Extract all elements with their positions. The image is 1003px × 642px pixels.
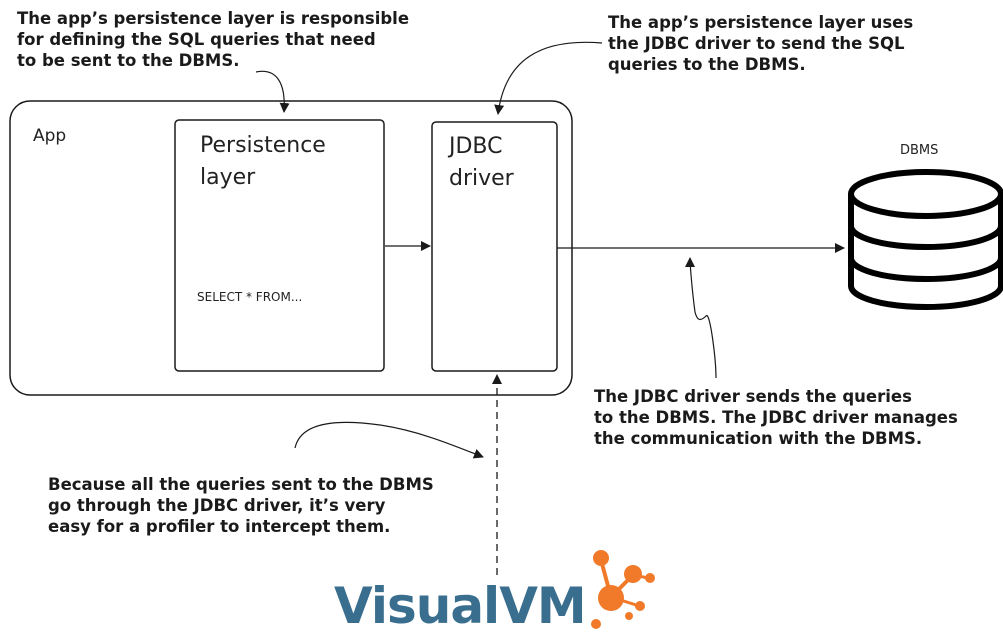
persistence-layer-label: Persistence layer — [200, 133, 326, 190]
visualvm-molecule-icon — [591, 550, 655, 629]
annotation-persistence-responsibility: The app’s persistence layer is responsib… — [17, 9, 410, 70]
annotation-profiler-intercept: Because all the queries sent to the DBMS… — [48, 475, 434, 536]
visualvm-logo: VisualVM — [334, 550, 655, 635]
persistence-layer-box — [174, 119, 385, 372]
callout-communication-pointer — [685, 257, 717, 379]
callout-profiler-pointer — [294, 421, 484, 459]
visualvm-logo-text: VisualVM — [334, 577, 586, 635]
annotation-jdbc-communication: The JDBC driver sends the queries to the… — [594, 387, 958, 448]
callout-persistence-pointer — [255, 70, 290, 113]
annotation-jdbc-usage: The app’s persistence layer uses the JDB… — [608, 13, 914, 74]
jdbc-driver-label: JDBC driver — [449, 134, 514, 191]
dbms-label: DBMS — [900, 143, 939, 158]
callout-jdbc-pointer — [494, 41, 603, 115]
app-label: App — [33, 126, 67, 146]
jdbc-driver-box — [431, 121, 558, 372]
sql-query-text: SELECT * FROM... — [197, 290, 303, 304]
database-icon — [848, 169, 1003, 310]
